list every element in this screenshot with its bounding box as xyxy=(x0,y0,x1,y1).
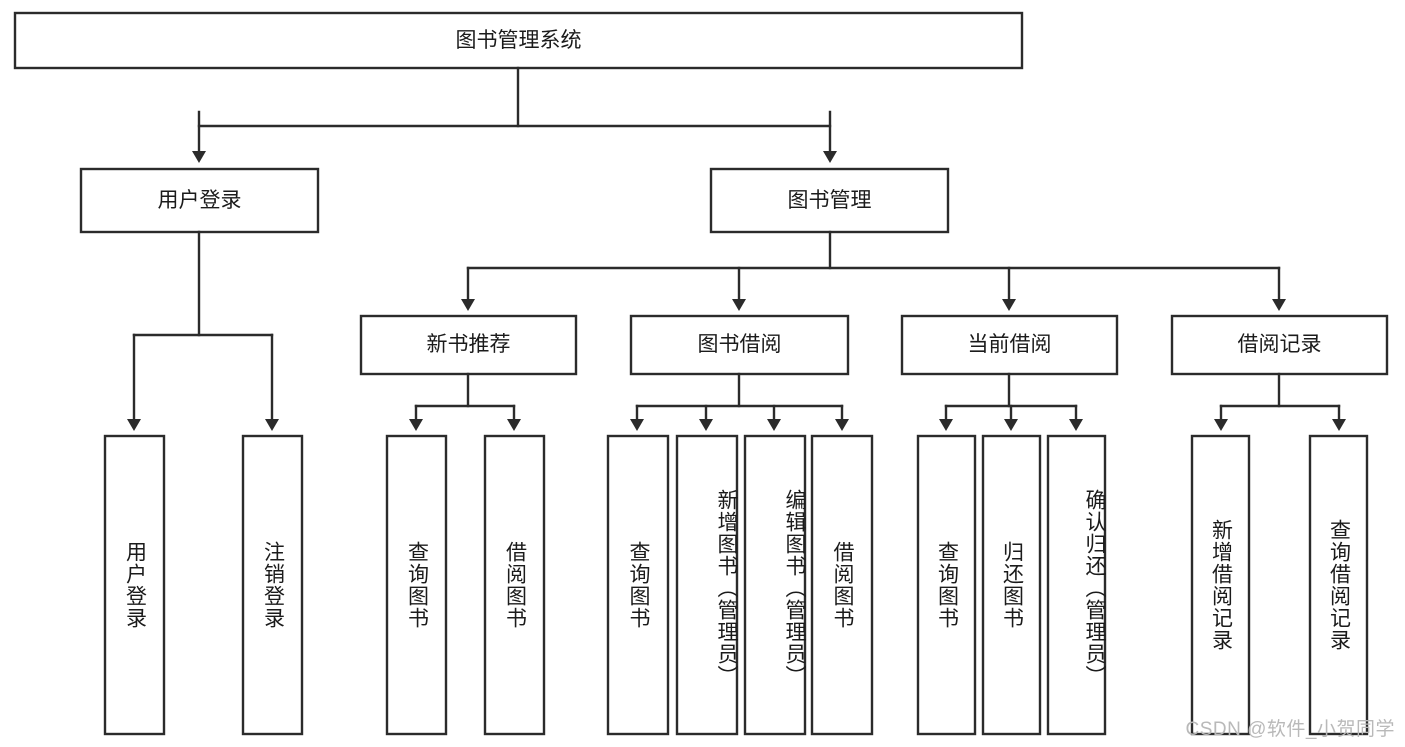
leaf-query-book-3-box[interactable] xyxy=(916,434,977,736)
leaf-query-book-1-box[interactable] xyxy=(385,434,448,736)
node-current-borrow-label: 当前借阅 xyxy=(968,333,1052,356)
leaf-confirm-return-admin-box[interactable] xyxy=(1046,434,1107,736)
node-user-login-box xyxy=(79,167,320,234)
connector-root-to-level2 xyxy=(192,66,837,163)
node-borrow-record-box xyxy=(1170,314,1389,376)
node-book-management-box xyxy=(709,167,950,234)
node-book-management[interactable]: 图书管理 xyxy=(709,167,950,234)
node-book-borrow-label: 图书借阅 xyxy=(698,333,782,356)
node-borrow-record[interactable]: 借阅记录 xyxy=(1170,314,1389,376)
node-new-book-recommend-label: 新书推荐 xyxy=(427,333,511,356)
csdn-watermark: CSDN @软件_小贺同学 xyxy=(1185,719,1395,740)
leaf-user-login-box[interactable] xyxy=(103,434,166,736)
leaf-edit-book-admin-box[interactable] xyxy=(743,434,807,736)
node-new-book-recommend[interactable]: 新书推荐 xyxy=(359,314,578,376)
node-book-borrow-box xyxy=(629,314,850,376)
leaf-borrow-book-2-box[interactable] xyxy=(810,434,874,736)
node-user-login[interactable]: 用户登录 xyxy=(79,167,320,234)
leaf-borrow-book-1-box[interactable] xyxy=(483,434,546,736)
connector-user-login-to-leaves xyxy=(127,230,279,431)
connector-new-book-recommend-to-leaves xyxy=(409,372,521,431)
connector-root-bus xyxy=(197,110,832,128)
connector-book-borrow-to-leaves xyxy=(630,372,849,431)
leaf-query-borrow-record-box[interactable] xyxy=(1308,434,1369,736)
connector-current-borrow-to-leaves xyxy=(939,372,1083,431)
leaf-logout-login-box[interactable] xyxy=(241,434,304,736)
node-root[interactable]: 图书管理系统 xyxy=(13,11,1024,70)
leaf-query-book-2-box[interactable] xyxy=(606,434,670,736)
connector-borrow-record-to-leaves xyxy=(1214,372,1346,431)
node-book-borrow[interactable]: 图书借阅 xyxy=(629,314,850,376)
node-borrow-record-label: 借阅记录 xyxy=(1238,333,1322,356)
leaf-boxes xyxy=(103,434,1369,736)
leaf-add-borrow-record-box[interactable] xyxy=(1190,434,1251,736)
leaf-add-book-admin-box[interactable] xyxy=(675,434,739,736)
leaf-return-book-box[interactable] xyxy=(981,434,1042,736)
node-root-label: 图书管理系统 xyxy=(456,29,582,52)
node-book-management-label: 图书管理 xyxy=(788,189,872,212)
connector-book-management-to-level3 xyxy=(461,230,1286,311)
node-root-box xyxy=(13,11,1024,70)
node-user-login-label: 用户登录 xyxy=(158,189,242,212)
node-current-borrow[interactable]: 当前借阅 xyxy=(900,314,1119,376)
